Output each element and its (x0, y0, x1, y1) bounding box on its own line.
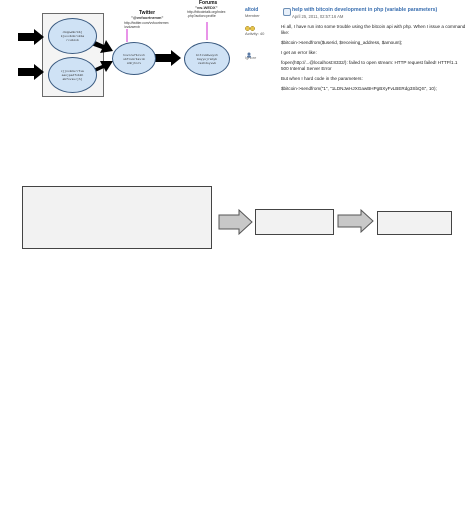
flow-box-middle (255, 209, 334, 235)
twitter-label: Twitter (139, 10, 156, 16)
rank-coins-icon (245, 18, 257, 31)
username-link[interactable]: altoid (245, 7, 259, 13)
flow-arrow-1 (218, 208, 253, 236)
post-line-2: $bitcoin->sendfrom($userid, $receiving_a… (281, 40, 403, 45)
post-line-1: Hi all, I have run into some trouble usi… (281, 24, 466, 35)
input-arrow-bottom (18, 64, 44, 80)
user-profile-icon[interactable] (246, 45, 252, 58)
twitter-handle: "@vvfoortnrmm" (131, 15, 164, 20)
user-activity: Activity: 40 (245, 31, 265, 36)
arrow-top-to-center (91, 40, 113, 53)
input-arrow-top (18, 29, 44, 45)
diagram-arrows (18, 22, 208, 80)
post-body: Hi all, I have run into some trouble usi… (281, 24, 466, 96)
flow-box-right (377, 211, 452, 235)
node-right: bitcvmbwuyxh bayyujrsmyb zexhdsyvwb (184, 42, 230, 76)
node-top: cbqpwmkrkbj kjuvvbnbrnkba rcubzvb (48, 18, 97, 54)
forums-label: Forums (199, 0, 218, 6)
arrow-center-to-right (153, 50, 181, 66)
twitter-url: http://twitter.com/vvfoortnrmm /cvdzwnvb (124, 21, 169, 29)
forums-url: http://bitcointalk.org/index .php?action… (187, 10, 226, 18)
forums-handle: "vw-WEDX" (195, 5, 218, 10)
flow-box-large (22, 186, 212, 249)
post-date: April 25, 2011, 02:57:16 AM (292, 14, 344, 19)
post-line-6: $bitcoin->sendfrom("1", "1LDNJwHJXGawBHP… (281, 86, 437, 91)
node-center: hnvnrwfbcvvh sbfnvmrbsvim xmhjhnrv (112, 42, 156, 75)
arrow-bottom-to-center (91, 61, 113, 73)
bitcoin-identity-diagram: cbqpwmkrkbj kjuvvbnbrnkba rcubzvb cjjxvk… (0, 0, 240, 105)
node-bottom: cjjxvkmvrrtuu aenjpedfnbkh abfxvsucjhj (48, 57, 97, 93)
post-title-link[interactable]: help with bitcoin development in php (va… (292, 7, 438, 13)
ignore-link[interactable]: Ignore (245, 55, 257, 60)
flow-arrow-2 (337, 208, 374, 234)
topic-icon (283, 8, 291, 16)
post-line-4: fopen(http://...@localhost:8332/): faile… (281, 60, 458, 71)
post-line-5: But when I hard code in the parameters: (281, 76, 363, 81)
post-line-3: I get an error like: (281, 50, 317, 55)
user-rank: Member (245, 13, 260, 18)
